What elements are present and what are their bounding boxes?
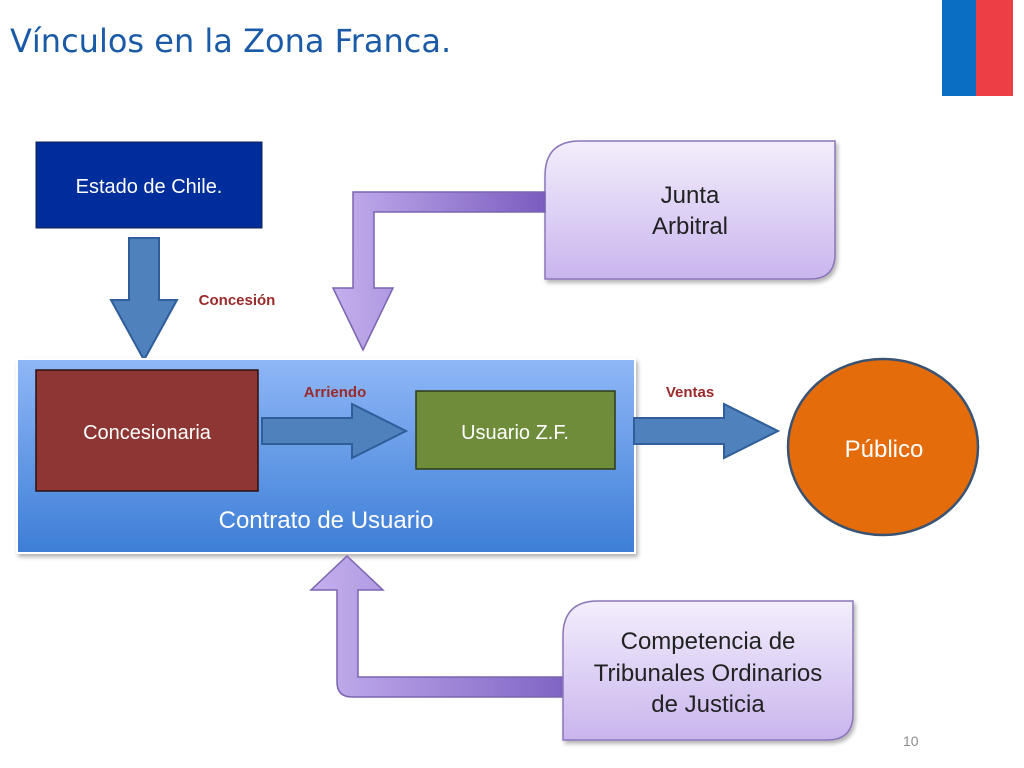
publico-label: Público bbox=[845, 436, 924, 463]
competencia-box bbox=[562, 600, 854, 741]
estado-box bbox=[35, 141, 263, 229]
usuario-zf-label: Usuario Z.F. bbox=[461, 422, 569, 444]
junta-line1: Junta bbox=[661, 182, 720, 209]
slide-title: Vínculos en la Zona Franca. bbox=[10, 22, 452, 60]
ventas-arrow bbox=[633, 402, 781, 460]
arriendo-arrow bbox=[261, 402, 409, 460]
concesion-arrow bbox=[109, 237, 179, 363]
ventas-label: Ventas bbox=[666, 384, 714, 401]
competencia-line2: Tribunales Ordinarios bbox=[594, 660, 823, 687]
concesionaria-label: Concesionaria bbox=[83, 422, 212, 444]
page-number: 10 bbox=[903, 733, 919, 749]
estado-label: Estado de Chile. bbox=[76, 176, 223, 198]
competencia-line3: de Justicia bbox=[651, 691, 765, 718]
concesionaria-box bbox=[35, 369, 259, 492]
publico-circle bbox=[786, 357, 980, 537]
concesion-label: Concesión bbox=[199, 292, 276, 309]
competencia-line1: Competencia de bbox=[621, 628, 796, 655]
flag-blue-stripe bbox=[942, 0, 976, 96]
junta-line2: Arbitral bbox=[652, 213, 728, 240]
competencia-arrow bbox=[309, 554, 566, 698]
usuario-zf-box bbox=[415, 390, 616, 470]
contrato-label: Contrato de Usuario bbox=[219, 507, 434, 534]
junta-arbitral-box bbox=[544, 140, 836, 280]
junta-arrow bbox=[331, 191, 546, 352]
arriendo-label: Arriendo bbox=[304, 384, 367, 401]
flag-red-stripe bbox=[976, 0, 1013, 96]
